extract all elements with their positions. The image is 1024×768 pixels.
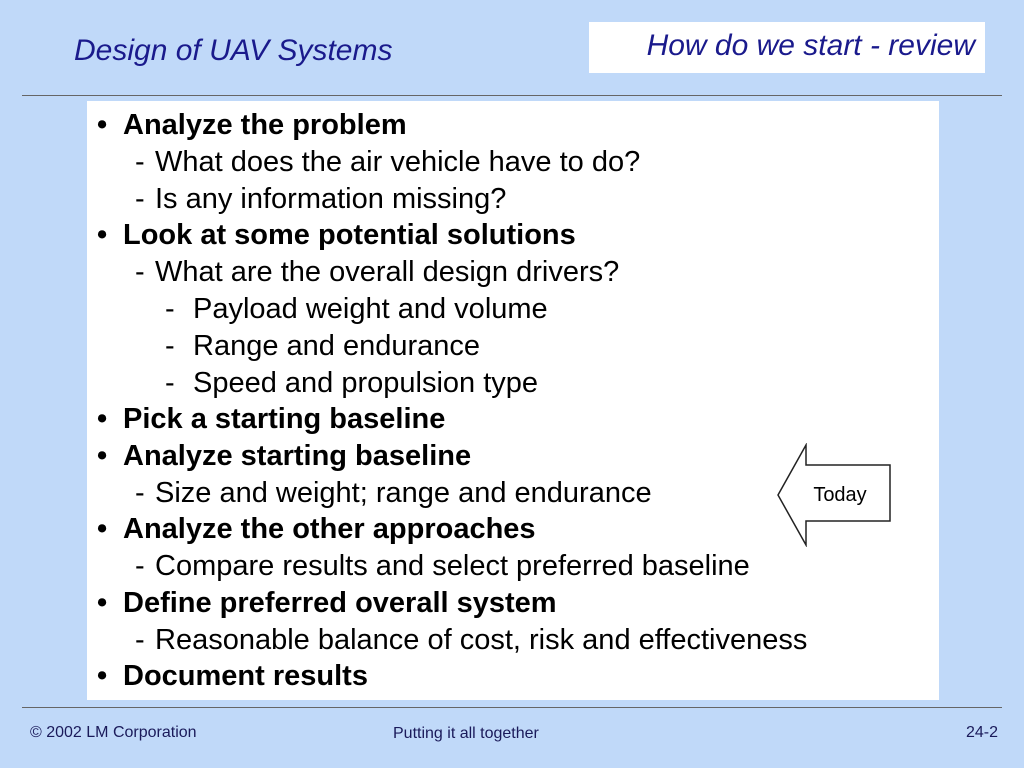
sub-sub-item: -Range and endurance xyxy=(165,330,481,362)
bullet-item: •Pick a starting baseline xyxy=(97,403,446,435)
bullet-item: •Analyze starting baseline xyxy=(97,440,472,472)
sub-sub-item: -Payload weight and volume xyxy=(165,293,548,325)
bullet-item: •Define preferred overall system xyxy=(97,587,557,619)
today-arrow-icon xyxy=(777,443,891,547)
slide-heading: How do we start - review xyxy=(646,29,975,62)
bullet-item: •Analyze the other approaches xyxy=(97,513,536,545)
today-label: Today xyxy=(813,484,867,506)
content-panel: •Analyze the problem -What does the air … xyxy=(87,101,939,700)
sub-item: -Is any information missing? xyxy=(135,183,507,215)
sub-item: -Size and weight; range and endurance xyxy=(135,477,652,509)
sub-item: -Reasonable balance of cost, risk and ef… xyxy=(135,624,808,656)
footer-title: Putting it all together xyxy=(393,725,539,742)
sub-sub-item: -Speed and propulsion type xyxy=(165,367,539,399)
sub-item: -What are the overall design drivers? xyxy=(135,256,620,288)
sub-item: -What does the air vehicle have to do? xyxy=(135,146,641,178)
heading-box: How do we start - review xyxy=(589,22,985,73)
bullet-item: •Look at some potential solutions xyxy=(97,219,576,251)
page-number: 24-2 xyxy=(965,724,998,741)
top-rule xyxy=(22,95,1002,96)
footer-copyright: © 2002 LM Corporation xyxy=(30,724,197,741)
bullet-item: •Document results xyxy=(97,660,368,692)
bullet-item: •Analyze the problem xyxy=(97,109,407,141)
sub-item: -Compare results and select preferred ba… xyxy=(135,550,750,582)
slide-title: Design of UAV Systems xyxy=(74,34,393,67)
bottom-rule xyxy=(22,707,1002,708)
